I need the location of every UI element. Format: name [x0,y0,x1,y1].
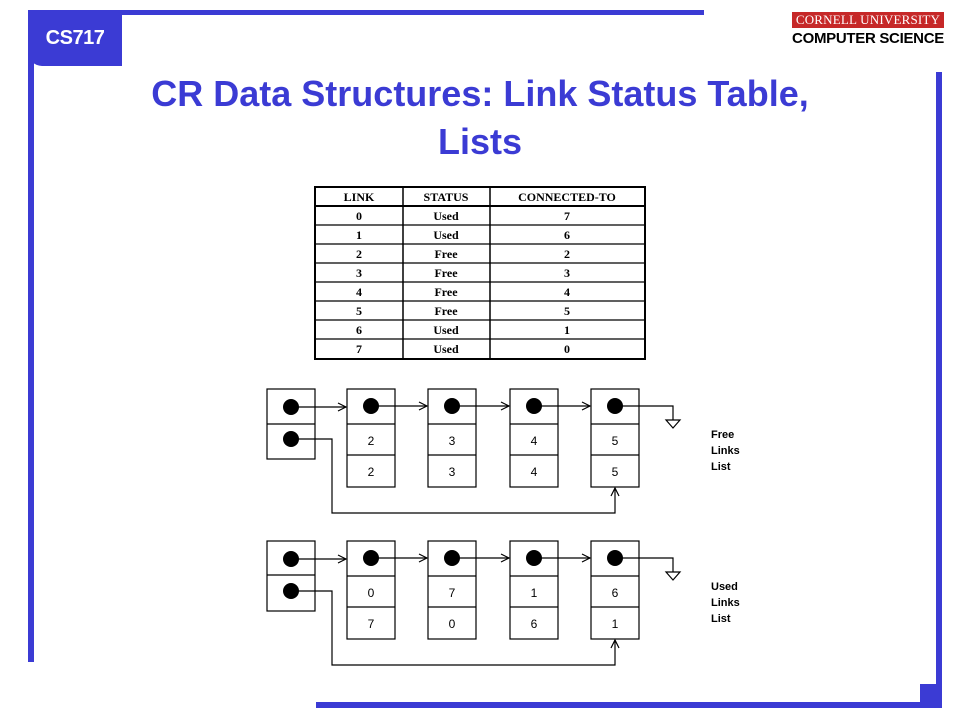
node-value: 7 [368,617,375,631]
node-value: 0 [449,617,456,631]
table-cell-link: 0 [356,209,362,223]
list-node: 7 0 [427,540,477,640]
tail-pointer-arrow [291,590,615,666]
university-logo-line: CORNELL UNIVERSITY [792,12,944,28]
frame-corner-block [920,684,942,708]
table-cell-connected-to: 3 [564,266,570,280]
table-cell-link: 3 [356,266,362,280]
table-cell-link: 4 [356,285,362,299]
course-badge: CS717 [45,27,105,49]
frame-bottom-bar [316,702,942,708]
list-label: List [711,461,731,473]
slide-title-line-1: CR Data Structures: Link Status Table, [151,73,809,114]
table-cell-connected-to: 2 [564,247,570,261]
node-value: 4 [531,465,538,479]
table-header-connected-to: CONNECTED-TO [518,190,616,204]
node-value: 2 [368,465,375,479]
table-cell-connected-to: 7 [564,209,570,223]
table-cell-link: 2 [356,247,362,261]
list-node: 5 5 [590,388,640,488]
null-pointer-line [615,557,674,572]
table-cell-connected-to: 6 [564,228,570,242]
table-cell-connected-to: 1 [564,323,570,337]
null-terminator-icon [664,419,682,429]
node-value: 6 [531,617,538,631]
slide-title: CR Data Structures: Link Status Table, L… [60,70,900,166]
node-value: 5 [612,434,619,448]
list-label: Free [711,429,734,441]
node-value: 2 [368,434,375,448]
table-cell-link: 6 [356,323,362,337]
table-cell-connected-to: 5 [564,304,570,318]
list-label: Links [711,445,740,457]
list-label: List [711,613,731,625]
list-node: 3 3 [427,388,477,488]
list-node: 1 6 [509,540,559,640]
list-node: 0 7 [346,540,396,640]
table-cell-connected-to: 4 [564,285,570,299]
table-cell-status: Used [433,209,459,223]
frame-left-bar [28,10,34,662]
node-value: 7 [449,586,456,600]
null-pointer-line [615,405,674,420]
course-badge-background [28,10,122,66]
table-cell-status: Free [434,304,458,318]
frame-right-bar [936,72,942,708]
list-node: 4 4 [509,388,559,488]
table-cell-link: 7 [356,342,362,356]
node-value: 3 [449,434,456,448]
node-value: 1 [612,617,619,631]
list-node: 6 1 [590,540,640,640]
link-status-table: LINK STATUS CONNECTED-TO 0 Used 7 1 Used… [314,186,646,360]
table-header-status: STATUS [424,190,469,204]
department-logo-line: COMPUTER SCIENCE [792,30,944,47]
table-cell-link: 1 [356,228,362,242]
table-cell-status: Free [434,266,458,280]
used-links-list: 0 7 7 0 1 6 6 1 [266,540,740,666]
table-cell-status: Used [433,342,459,356]
table-cell-status: Used [433,323,459,337]
node-value: 6 [612,586,619,600]
list-label: Used [711,581,738,593]
list-head-node [266,540,316,612]
node-value: 4 [531,434,538,448]
frame-top-bar [28,10,704,15]
node-value: 3 [449,465,456,479]
table-header-link: LINK [344,190,375,204]
table-cell-status: Used [433,228,459,242]
free-links-list: 2 2 3 3 4 4 5 5 [266,388,740,514]
null-terminator-icon [664,571,682,581]
node-value: 0 [368,586,375,600]
list-label: Links [711,597,740,609]
tail-pointer-arrow [291,438,615,514]
table-cell-status: Free [434,247,458,261]
slide-title-line-2: Lists [437,121,523,162]
table-cell-status: Free [434,285,458,299]
table-cell-link: 5 [356,304,362,318]
node-value: 5 [612,465,619,479]
table-cell-connected-to: 0 [564,342,570,356]
list-node: 2 2 [346,388,396,488]
node-value: 1 [531,586,538,600]
